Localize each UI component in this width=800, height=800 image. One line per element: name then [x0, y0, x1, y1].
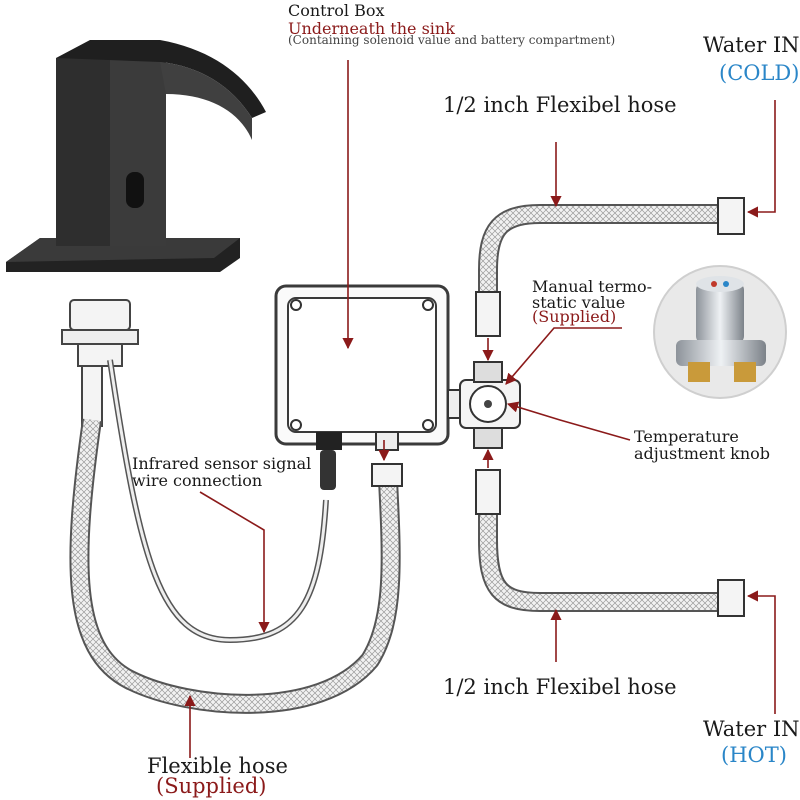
hose-top-label: 1/2 inch Flexibel hose — [443, 93, 677, 117]
faucet-image — [6, 40, 266, 272]
water-in-cold-temp: (COLD) — [719, 61, 800, 85]
manual-valve-line1: Manual termo- — [532, 277, 653, 296]
water-in-hot-temp: (HOT) — [721, 743, 787, 767]
control-box-title: Control Box — [288, 1, 385, 20]
temp-knob-line2: adjustment knob — [634, 444, 771, 463]
water-in-hot-label: Water IN — [703, 717, 800, 741]
control-box-location: Underneath the sink — [288, 19, 455, 38]
manual-valve-line2: static value — [532, 293, 626, 312]
thermostatic-valve-shape — [459, 361, 521, 449]
sensor-wire-line2: wire connection — [132, 471, 263, 490]
water-in-cold-label: Water IN — [703, 33, 800, 57]
temp-knob-line1: Temperature — [634, 427, 739, 446]
manual-valve-status: (Supplied) — [532, 307, 617, 326]
valve-photo — [653, 265, 787, 399]
flexible-hose-label: Flexible hose — [147, 754, 288, 778]
control-box-note: (Containing solenoid value and battery c… — [288, 33, 616, 47]
sensor-wire-line1: Infrared sensor signal — [132, 454, 312, 473]
control-box-image — [274, 284, 463, 490]
hose-bottom-label: 1/2 inch Flexibel hose — [443, 675, 677, 699]
flexible-hose-status: (Supplied) — [156, 774, 267, 798]
annotation-arrows — [184, 60, 776, 758]
sensor-mount — [61, 299, 139, 427]
